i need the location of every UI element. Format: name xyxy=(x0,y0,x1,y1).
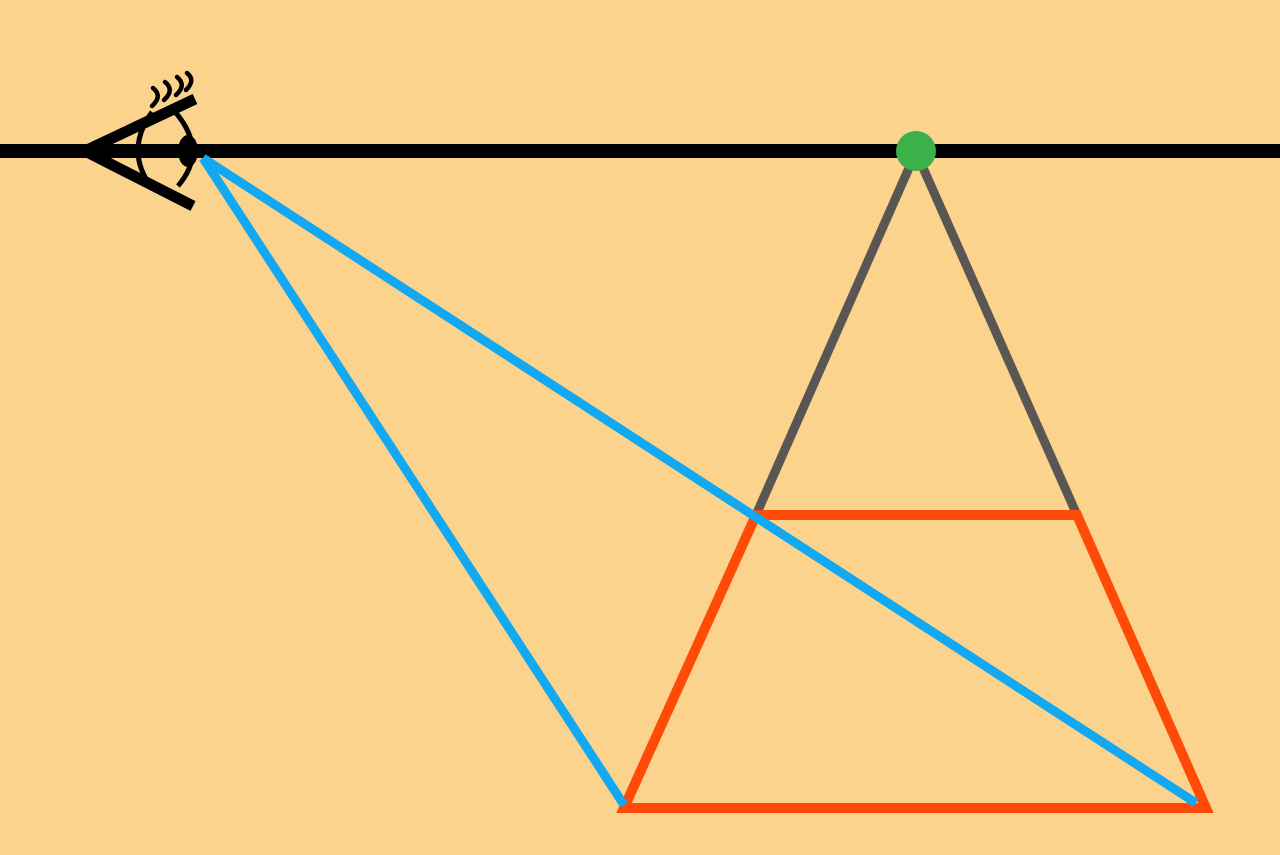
eye-pupil xyxy=(178,135,198,167)
converging-line-right xyxy=(911,150,1082,517)
eye-lower-lid xyxy=(82,146,196,211)
eye-lash-4 xyxy=(183,70,194,93)
eye-icon xyxy=(82,70,198,211)
eye-lash-1 xyxy=(149,85,160,109)
converging-line-left xyxy=(751,150,921,517)
eye-upper-lid xyxy=(82,94,198,156)
perspective-trapezoid xyxy=(616,510,1214,813)
eye-lash-2 xyxy=(161,79,172,103)
sight-line-diagonal xyxy=(200,154,1199,807)
sight-line-near xyxy=(199,155,628,808)
eye-lash-3 xyxy=(173,74,184,98)
vanishing-point xyxy=(896,131,936,171)
